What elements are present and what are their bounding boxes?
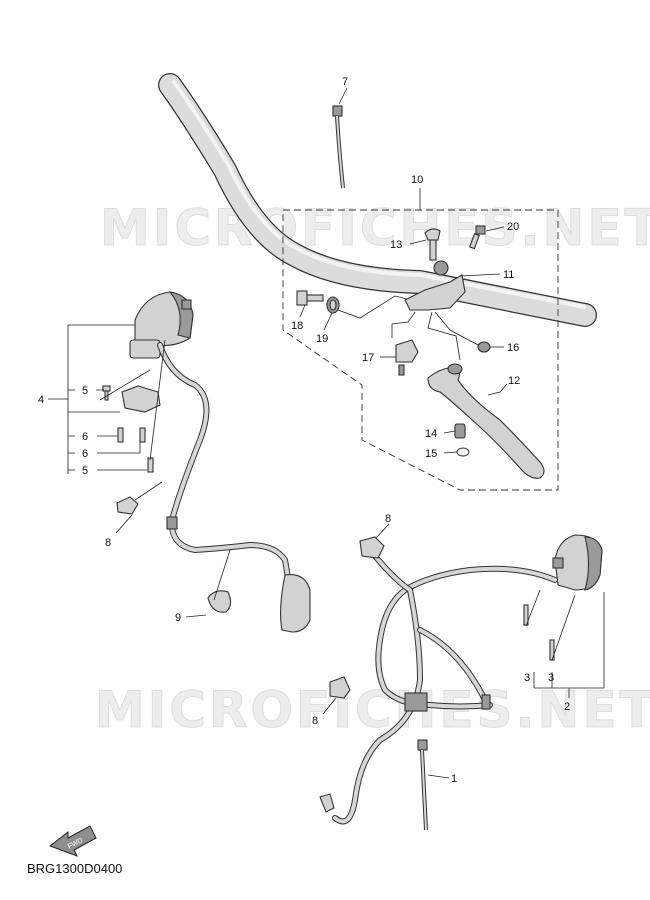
callout-11: 11 — [503, 269, 514, 281]
callout-3-right: 3 — [548, 672, 554, 684]
clamp-8-left — [116, 496, 139, 515]
leader-lines — [48, 87, 605, 779]
callout-15: 15 — [425, 448, 437, 460]
clutch-lever-holder — [404, 260, 466, 311]
bolt-13 — [424, 228, 441, 261]
callout-10: 10 — [411, 174, 423, 186]
callout-3-left: 3 — [524, 672, 530, 684]
screws-6 — [117, 427, 146, 443]
screws-3 — [523, 604, 555, 661]
fwd-arrow-icon: FWD — [48, 825, 97, 857]
callout-13: 13 — [390, 239, 402, 251]
callout-16: 16 — [507, 342, 519, 354]
watermark-top: MICROFICHES.NET — [100, 199, 650, 257]
switch-part-4-module — [121, 385, 161, 413]
cable-tie-1 — [417, 739, 428, 831]
callout-18: 18 — [291, 320, 303, 332]
collar-19 — [326, 296, 340, 314]
switch-17 — [395, 339, 419, 376]
lever-assembly-outline — [282, 209, 559, 491]
callout-8-right-upper: 8 — [385, 513, 391, 525]
callout-6-lower: 6 — [82, 448, 88, 460]
callout-20: 20 — [507, 221, 519, 233]
clutch-lever-12 — [427, 363, 545, 479]
bolt-18 — [296, 290, 324, 306]
clamp-8-right-upper — [359, 536, 385, 559]
watermark-bottom: MICROFICHES.NET — [95, 681, 650, 739]
screw-20 — [469, 225, 486, 250]
callout-4: 4 — [38, 394, 44, 406]
nut-16 — [477, 341, 491, 353]
callout-2: 2 — [564, 701, 570, 713]
callout-14: 14 — [425, 428, 437, 440]
handlebar — [158, 73, 597, 327]
diagram-code: BRG1300D0400 — [27, 861, 123, 876]
screw-5-lower — [147, 457, 154, 473]
callout-1: 1 — [451, 773, 457, 785]
right-handlebar-switch — [552, 534, 603, 591]
callout-9: 9 — [175, 612, 181, 624]
callout-5-lower: 5 — [82, 465, 88, 477]
callout-6-upper: 6 — [82, 431, 88, 443]
callout-12: 12 — [508, 375, 520, 387]
callout-7: 7 — [342, 76, 348, 88]
callout-17: 17 — [362, 352, 374, 364]
callout-5-upper: 5 — [82, 385, 88, 397]
callout-8-right-lower: 8 — [312, 715, 318, 727]
cable-tie-7 — [332, 105, 345, 189]
washer-15 — [456, 447, 470, 457]
collar-14 — [454, 423, 466, 439]
callout-8-left: 8 — [105, 537, 111, 549]
clamp-9 — [207, 590, 232, 613]
callout-19: 19 — [316, 333, 328, 345]
clamp-8-right-lower — [329, 676, 351, 699]
left-switch-harness — [157, 342, 311, 633]
right-switch-harness — [319, 553, 558, 825]
